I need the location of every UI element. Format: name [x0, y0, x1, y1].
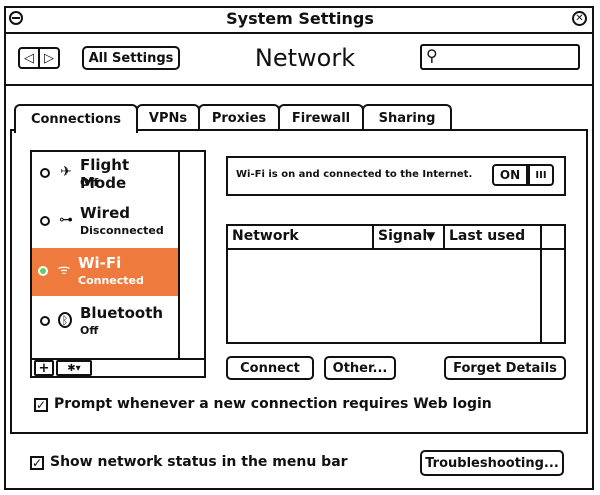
- wired-network-icon: ⊶: [59, 212, 73, 228]
- status-indicator: [40, 168, 50, 178]
- column-header-network[interactable]: Network: [232, 228, 299, 244]
- back-button[interactable]: ◁: [18, 47, 40, 69]
- troubleshooting-button[interactable]: Troubleshooting...: [420, 450, 564, 476]
- tab-connections[interactable]: Connections: [14, 104, 138, 133]
- networks-table: [226, 224, 566, 344]
- toolbar-divider: [4, 84, 594, 86]
- window-title: System Settings: [226, 9, 374, 28]
- connection-name: Wired: [80, 204, 130, 222]
- connect-button[interactable]: Connect: [226, 356, 314, 380]
- page-title: Network: [254, 44, 356, 72]
- show-status-menubar-checkbox[interactable]: ✓: [30, 456, 44, 470]
- bluetooth-icon: ᛒ: [58, 312, 72, 328]
- connection-status: Disconnected: [80, 224, 164, 237]
- connection-item-flight-mode[interactable]: ✈ Flight Mode Off: [34, 152, 178, 197]
- wifi-status-box: [226, 156, 566, 196]
- forward-button[interactable]: ▷: [38, 47, 60, 69]
- forward-icon: ▷: [44, 50, 54, 66]
- column-divider: [443, 224, 445, 250]
- all-settings-button[interactable]: All Settings: [82, 46, 180, 70]
- status-indicator: [40, 316, 50, 326]
- close-icon[interactable]: ✕: [572, 11, 587, 26]
- status-indicator: [38, 266, 48, 276]
- search-input[interactable]: [444, 48, 576, 68]
- search-field[interactable]: ⚲: [420, 44, 580, 70]
- tab-proxies[interactable]: Proxies: [198, 104, 280, 130]
- tab-sharing[interactable]: Sharing: [362, 104, 452, 130]
- add-connection-button[interactable]: +: [34, 360, 54, 376]
- titlebar-divider: [4, 32, 594, 34]
- show-status-menubar-label: Show network status in the menu bar: [50, 454, 348, 470]
- connection-name: Wi-Fi: [78, 254, 122, 272]
- airplane-icon: ✈: [60, 164, 72, 180]
- forget-details-button[interactable]: Forget Details: [444, 356, 566, 380]
- prompt-web-login-checkbox[interactable]: ✓: [34, 398, 48, 412]
- column-header-last-used[interactable]: Last used: [449, 228, 526, 244]
- connection-item-bluetooth[interactable]: ᛒ Bluetooth Off: [34, 300, 178, 345]
- networks-table-header: [226, 224, 566, 250]
- column-divider: [372, 224, 374, 250]
- connection-status: Connected: [78, 274, 144, 287]
- checkmark-icon: ✓: [35, 398, 47, 412]
- prompt-web-login-label: Prompt whenever a new connection require…: [54, 396, 492, 412]
- connection-item-wifi[interactable]: ᯤ Wi-Fi Connected: [32, 248, 178, 296]
- connection-actions-menu[interactable]: ✱▾: [56, 360, 92, 376]
- tab-panel: [10, 129, 588, 434]
- connection-item-wired[interactable]: ⊶ Wired Disconnected: [34, 200, 178, 245]
- window-menu-icon[interactable]: [9, 11, 23, 25]
- back-icon: ◁: [24, 50, 34, 66]
- plus-icon: +: [38, 360, 50, 376]
- other-networks-button[interactable]: Other...: [324, 356, 396, 380]
- wifi-toggle-off[interactable]: III: [528, 164, 554, 186]
- sort-descending-icon[interactable]: ▼: [426, 229, 436, 243]
- connection-name: Flight Mode: [80, 156, 130, 192]
- connection-list-scrollbar[interactable]: [178, 152, 180, 358]
- connection-status: Off: [80, 324, 99, 337]
- checkmark-icon: ✓: [31, 456, 43, 470]
- settings-window: [4, 6, 594, 490]
- tab-firewall[interactable]: Firewall: [278, 104, 364, 130]
- gear-icon: ✱▾: [67, 362, 81, 374]
- wifi-status-text: Wi-Fi is on and connected to the Interne…: [236, 169, 473, 180]
- list-control-bar: [30, 358, 206, 378]
- tab-vpns[interactable]: VPNs: [136, 104, 200, 130]
- column-header-signal[interactable]: Signal: [378, 228, 428, 244]
- status-indicator: [40, 216, 50, 226]
- networks-table-scrollbar[interactable]: [540, 224, 542, 344]
- wifi-toggle-on[interactable]: ON: [492, 164, 528, 186]
- connection-name: Bluetooth: [80, 304, 164, 322]
- connection-status: Off: [80, 176, 99, 189]
- search-icon: ⚲: [426, 46, 438, 65]
- wifi-icon: ᯤ: [57, 262, 71, 278]
